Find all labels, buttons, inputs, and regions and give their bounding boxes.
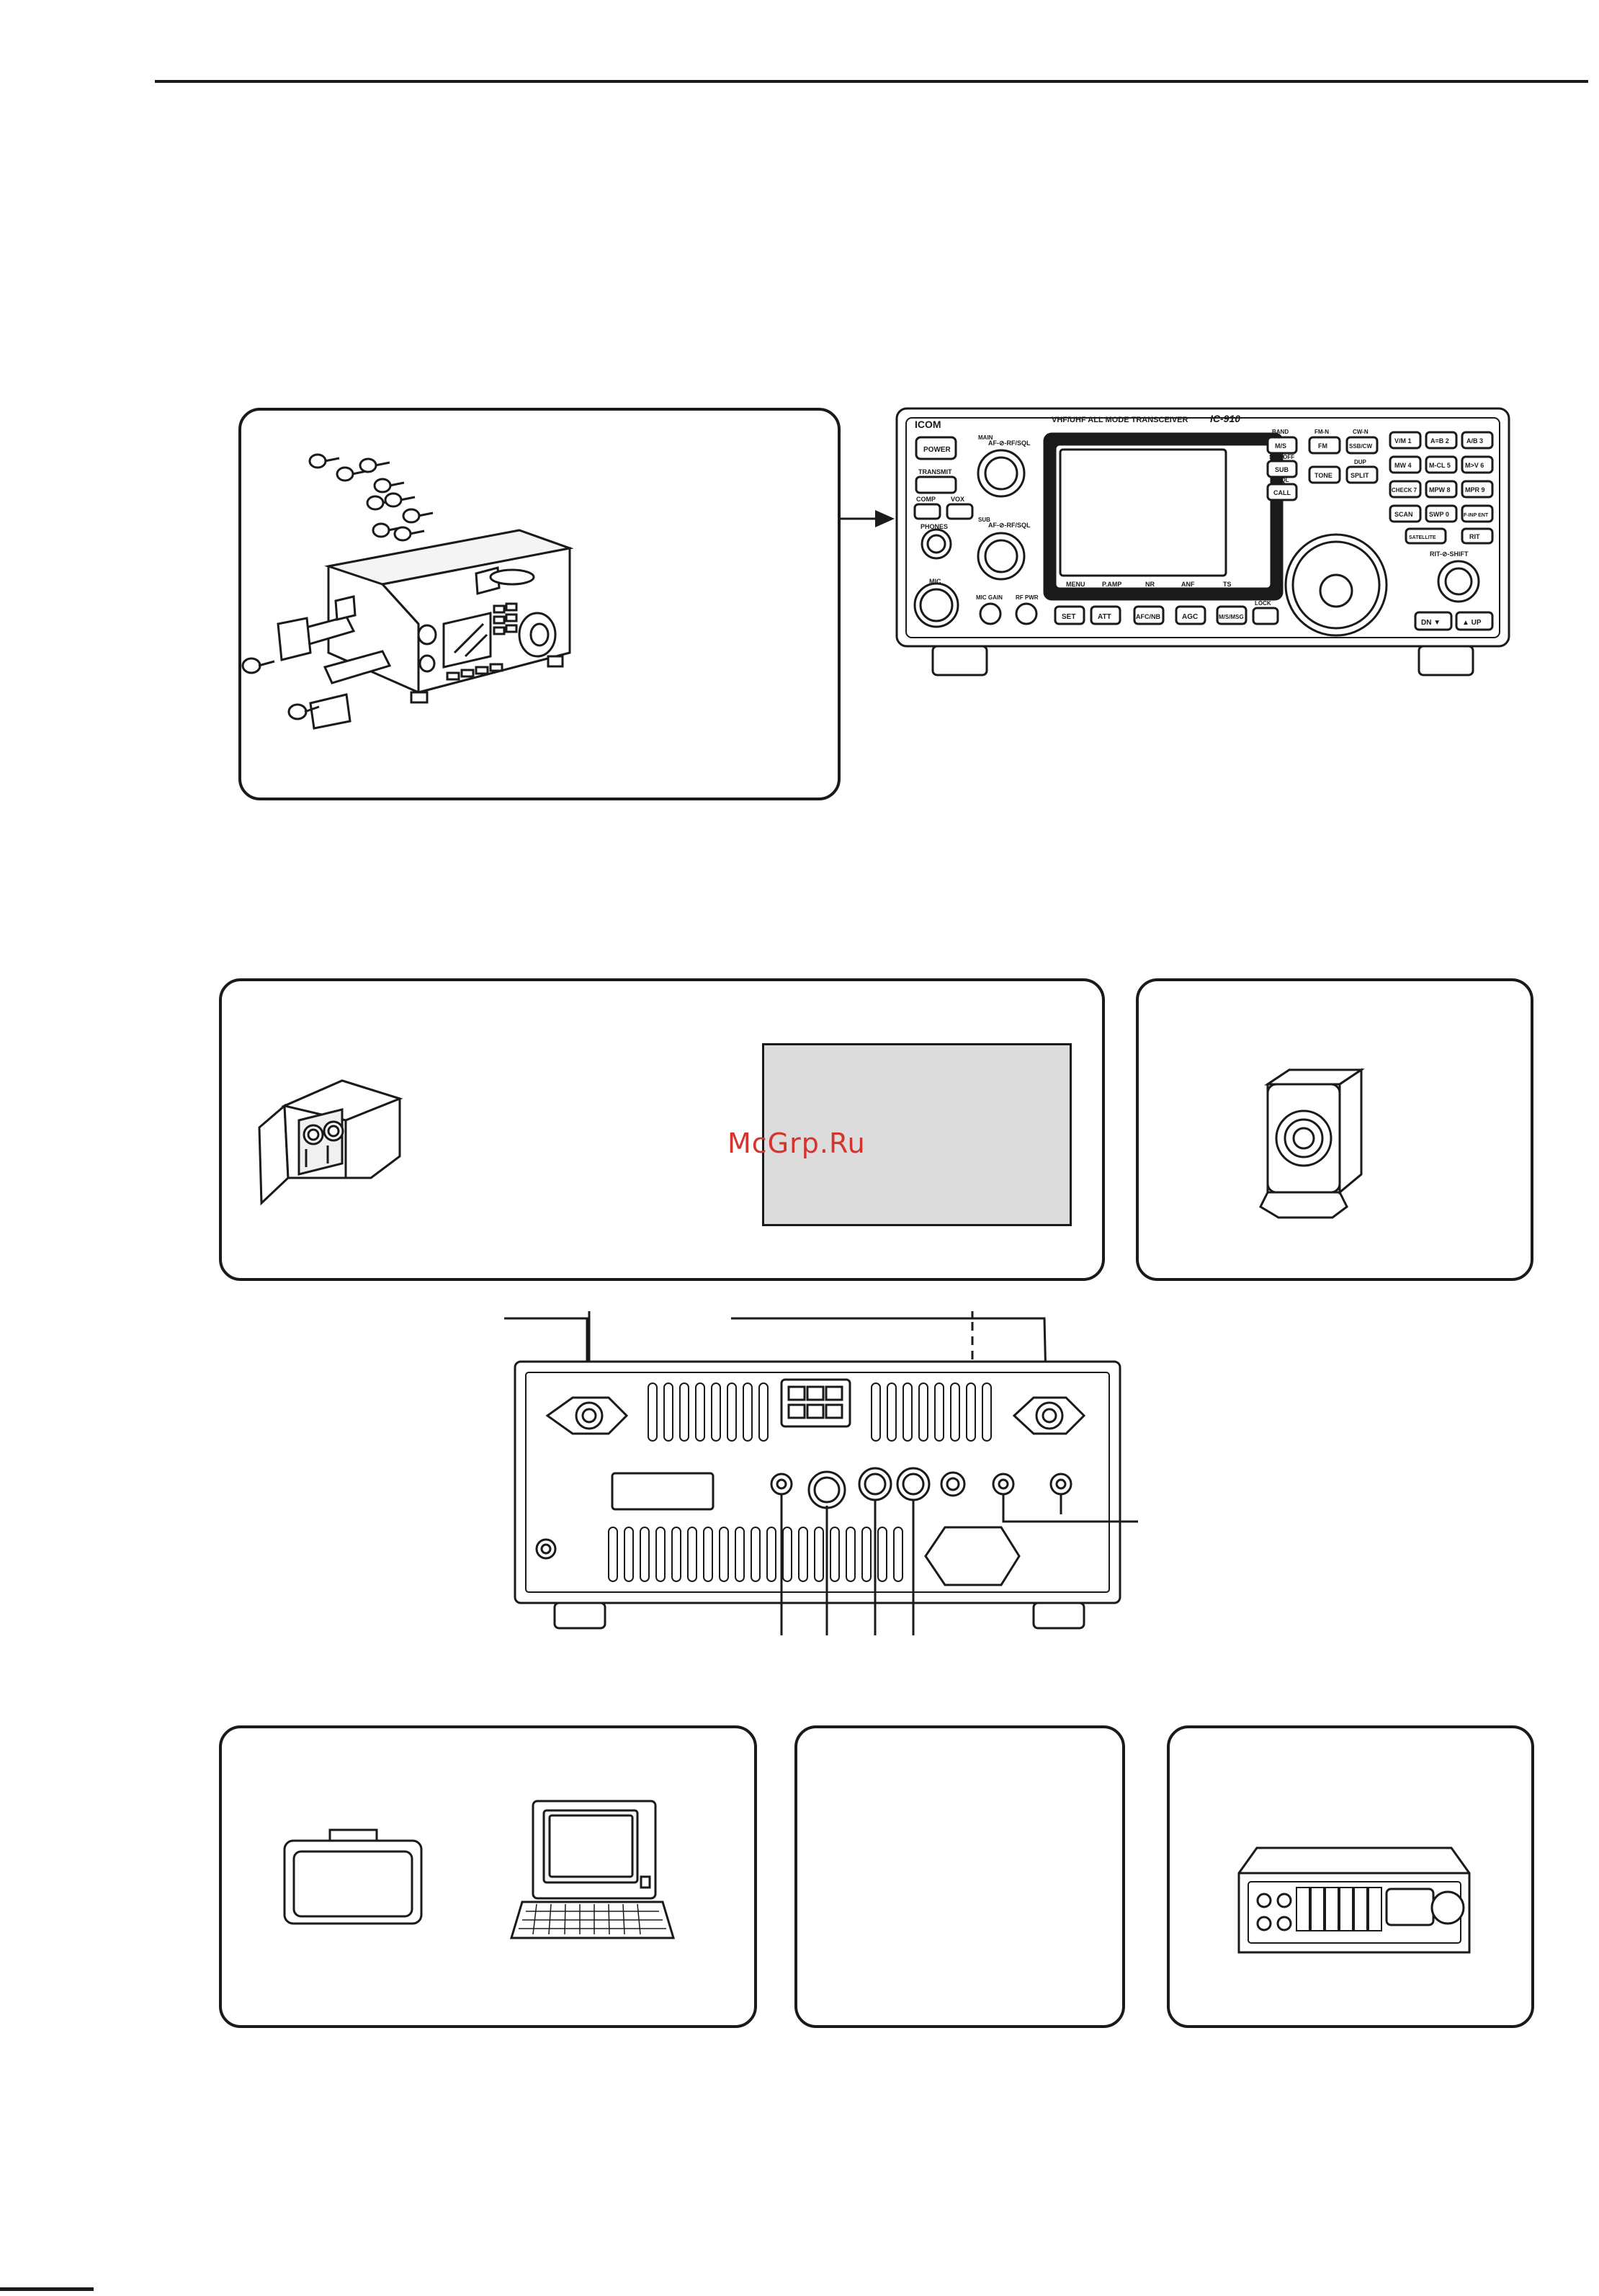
- main-tag: MAIN: [978, 434, 993, 441]
- agc-button-label: AGC: [1182, 613, 1198, 621]
- sub-off-label: SUB OFF: [1269, 454, 1294, 460]
- key-5: M-CL 5: [1429, 462, 1451, 469]
- transmit-label: TRANSMIT: [918, 468, 952, 475]
- band-label: BAND: [1272, 429, 1289, 435]
- phones-label: PHONES: [921, 523, 948, 530]
- mic-gain-label: MIC GAIN: [976, 594, 1003, 601]
- key-1: V/M 1: [1394, 437, 1412, 445]
- nr-label: NR: [1145, 581, 1155, 588]
- key-7: CHECK 7: [1392, 487, 1417, 493]
- ssbcw-button-label: SSB/CW: [1349, 443, 1372, 450]
- watermark: McGrp.Ru: [727, 1127, 866, 1159]
- call-button-label: CALL: [1273, 489, 1291, 496]
- key-8: MPW 8: [1429, 486, 1451, 493]
- vox-label: VOX: [951, 496, 964, 503]
- sub-tag: SUB: [978, 517, 990, 523]
- lock-label: LOCK: [1255, 600, 1271, 607]
- set-button-label: SET: [1062, 613, 1075, 621]
- mounting-bracket-illustration: [241, 453, 574, 730]
- split-button-label: SPLIT: [1351, 472, 1369, 479]
- afcnb-button-label: AFC/NB: [1136, 613, 1160, 620]
- rear-panel-illustration: [504, 1311, 1138, 1635]
- power-button-label: POWER: [923, 446, 951, 454]
- computer-icon: [509, 1800, 676, 1939]
- sub-button-label: SUB: [1275, 466, 1289, 473]
- front-panel-illustration: ICOM VHF/UHF ALL MODE TRANSCEIVER IC-910…: [895, 407, 1510, 676]
- key-9: MPR 9: [1465, 486, 1485, 493]
- top-rule: [155, 80, 1588, 83]
- fm-button-label: FM: [1318, 442, 1327, 450]
- key-2: A=B 2: [1430, 437, 1449, 445]
- cw-n-label: CW-N: [1353, 429, 1369, 435]
- down-button-label: DN ▼: [1421, 619, 1441, 627]
- msmsg-button-label: M/S/MSG: [1219, 614, 1244, 620]
- key-3: A/B 3: [1466, 437, 1483, 445]
- tnc-unit-icon: [1237, 1846, 1471, 1954]
- brand-label: ICOM: [915, 419, 941, 430]
- knob-label-sub: AF-⊘-RF/SQL: [988, 522, 1031, 529]
- ms-label: M/S: [1275, 442, 1286, 450]
- key-6: M>V 6: [1465, 462, 1484, 469]
- speaker-icon: [1259, 1068, 1365, 1219]
- key-scan: SCAN: [1394, 511, 1413, 518]
- pamp-label: P.AMP: [1102, 581, 1121, 588]
- bottom-rule: [0, 2287, 94, 2291]
- dup-label: DUP: [1354, 459, 1367, 465]
- ts-label: TS: [1223, 581, 1232, 588]
- fm-n-label: FM-N: [1314, 429, 1329, 435]
- menu-label: MENU: [1066, 581, 1085, 588]
- tsql-label: T-SQL: [1272, 477, 1289, 483]
- up-button-label: ▲ UP: [1462, 619, 1482, 627]
- key-0: SWP 0: [1429, 511, 1449, 518]
- key-ent: F-INP ENT: [1464, 513, 1489, 518]
- duplexer-illustration: [258, 1079, 403, 1206]
- rf-pwr-label: RF PWR: [1016, 594, 1039, 601]
- mic-label: MIC: [929, 578, 941, 585]
- knob-label-main: AF-⊘-RF/SQL: [988, 439, 1031, 447]
- accessory-panel: [794, 1725, 1125, 2028]
- rit-shift-label: RIT-⊘-SHIFT: [1430, 550, 1469, 558]
- tnc-panel: [1167, 1725, 1534, 2028]
- note-placeholder-box: [762, 1043, 1072, 1226]
- satellite-button-label: SATELLITE: [1409, 535, 1436, 540]
- model-label: IC-910: [1210, 413, 1240, 424]
- anf-label: ANF: [1181, 581, 1195, 588]
- att-button-label: ATT: [1098, 613, 1111, 621]
- key-4: MW 4: [1394, 462, 1412, 469]
- arrow-right-icon: [841, 510, 895, 527]
- rit-button-label: RIT: [1469, 533, 1480, 540]
- comp-label: COMP: [916, 496, 936, 503]
- model-desc-label: VHF/UHF ALL MODE TRANSCEIVER: [1052, 416, 1188, 424]
- interface-unit-icon: [283, 1828, 423, 1925]
- tone-button-label: TONE: [1314, 472, 1332, 479]
